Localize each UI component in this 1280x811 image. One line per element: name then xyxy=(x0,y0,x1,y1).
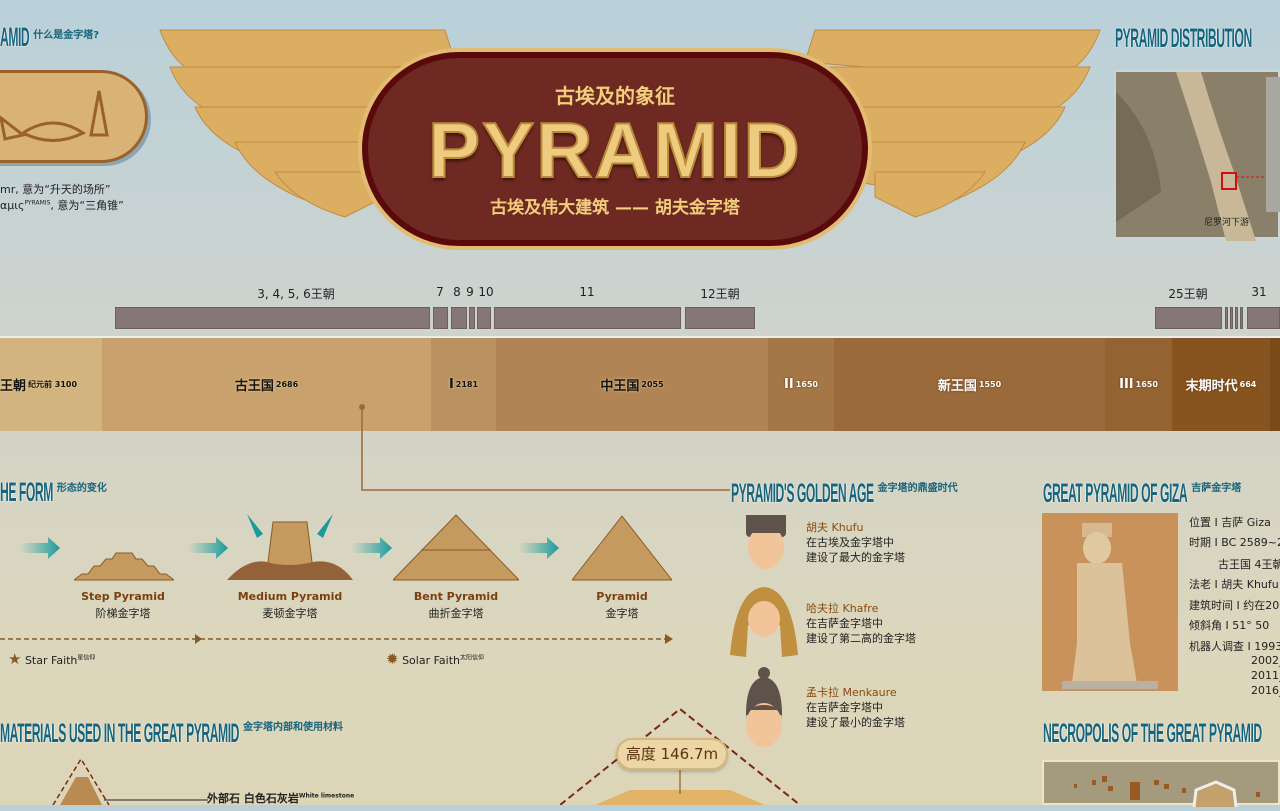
dynasty-bar xyxy=(1240,307,1243,329)
medium-pyramid-icon xyxy=(227,514,353,580)
sun-icon: ✹ xyxy=(386,650,399,668)
banner-top: 古埃及的象征 xyxy=(555,84,675,108)
step-pyramid-icon xyxy=(74,552,174,581)
dynasty-label: 10 xyxy=(478,285,494,299)
intro-title: AMID xyxy=(0,22,30,52)
era-end xyxy=(1270,338,1280,431)
khafre-face-icon xyxy=(730,587,798,657)
giza-info-period: 时期 I BC 2589~2 xyxy=(1189,536,1280,549)
dynasty-label: 11 xyxy=(579,285,595,299)
khufu-face-icon xyxy=(746,515,786,569)
dynasty-bar xyxy=(115,307,430,329)
material-outer-stone: 外部石 白色石灰岩White limestone xyxy=(207,792,355,805)
dynasty-bar xyxy=(433,307,448,329)
hieroglyph-icon xyxy=(0,90,109,142)
dynasty-bar xyxy=(1225,307,1228,329)
materials-pyramid-diagram xyxy=(52,757,208,805)
menkaure-face-icon xyxy=(746,667,782,747)
giza-title: GREAT PYRAMID OF GIZA xyxy=(1043,478,1188,508)
giza-info-pharaoh: 法老 I 胡夫 Khufu xyxy=(1189,578,1279,591)
necropolis-map xyxy=(1042,760,1280,808)
giza-title-cn: 吉萨金字塔 xyxy=(1191,483,1242,494)
timeline-dashed-arrow xyxy=(0,634,673,644)
golden-age-title: PYRAMID'S GOLDEN AGE xyxy=(731,478,874,508)
khufu-statue-photo xyxy=(1042,513,1178,691)
timeline-divider xyxy=(0,336,1280,338)
dynasty-label: 3, 4, 5, 6王朝 xyxy=(257,287,335,301)
arrow-right-icon xyxy=(188,537,228,559)
dynasty-label: 9 xyxy=(466,285,474,299)
dynasty-bar xyxy=(1155,307,1222,329)
arrow-right-icon xyxy=(519,537,559,559)
materials-title-cn: 金字塔内部和使用材料 xyxy=(242,722,343,733)
star-icon: ★ xyxy=(8,650,22,668)
giza-info-robot-2011: 2011_ xyxy=(1251,669,1280,682)
arrow-right-icon xyxy=(20,537,60,559)
dynasty-bar xyxy=(451,307,467,329)
title-banner: 古埃及的象征 PYRAMID 古埃及伟大建筑 —— 胡夫金字塔 xyxy=(362,52,868,246)
dynasty-label: 12王朝 xyxy=(700,287,740,301)
dynasty-label: 7 xyxy=(436,285,444,299)
dynasty-bar xyxy=(469,307,475,329)
height-diagram xyxy=(560,707,801,805)
dynasty-bar xyxy=(1235,307,1238,329)
height-label: 高度 146.7m xyxy=(616,738,728,770)
banner-bottom: 古埃及伟大建筑 —— 胡夫金字塔 xyxy=(490,198,740,218)
giza-info-robot: 机器人调查 I 1993_ xyxy=(1189,640,1280,653)
giza-info-robot-2002: 2002_ xyxy=(1251,654,1280,667)
era-early-dynastic: 王朝纪元前 3100 xyxy=(0,338,102,431)
pyramid-icon xyxy=(572,515,672,581)
star-faith: ★ Star Faith星信仰 xyxy=(8,650,96,668)
dynasty-label: 31 xyxy=(1251,285,1267,299)
giza-info-period-2: 古王国 4王朝 xyxy=(1218,558,1280,571)
necropolis-title: NECROPOLIS OF THE GREAT PYRAMID xyxy=(1043,718,1262,748)
map-label: 尼罗河下游 xyxy=(1204,218,1250,228)
dynasty-bar xyxy=(685,307,755,329)
intro-line-1: mr, 意为“升天的场所” xyxy=(0,183,111,196)
materials-title: MATERIALS USED IN THE GREAT PYRAMID xyxy=(0,718,239,748)
bent-pyramid-icon xyxy=(393,514,519,581)
dynasty-label: 8 xyxy=(453,285,461,299)
banner-title: PYRAMID xyxy=(427,106,802,194)
dynasty-bar xyxy=(477,307,491,329)
arrow-right-icon xyxy=(352,537,392,559)
dynasty-label: 25王朝 xyxy=(1168,287,1208,301)
intro-title-cn: 什么是金字塔? xyxy=(33,30,100,41)
golden-age-title-cn: 金字塔的鼎盛时代 xyxy=(877,483,958,494)
intro-line-2: αμιςPYRAMIS, 意为“三角锥” xyxy=(0,199,124,212)
form-title: HE FORM xyxy=(0,477,53,507)
giza-info-robot-2016: 2016_ xyxy=(1251,684,1280,697)
dynasty-bar xyxy=(494,307,681,329)
form-title-cn: 形态的变化 xyxy=(56,483,107,494)
giza-info-location: 位置 I 吉萨 Giza xyxy=(1189,516,1271,529)
cartouche xyxy=(0,70,148,163)
distribution-title: PYRAMID DISTRIBUTION xyxy=(1115,23,1252,53)
distribution-map: 尼罗河下游 xyxy=(1114,70,1280,241)
solar-faith: ✹ Solar Faith太阳信仰 xyxy=(386,650,485,668)
dynasty-bar xyxy=(1247,307,1280,329)
dynasty-bar xyxy=(1230,307,1233,329)
giza-info-angle: 倾斜角 I 51° 50 xyxy=(1189,619,1270,632)
connector-line xyxy=(359,404,730,491)
giza-info-build-time: 建筑时间 I 约在20 xyxy=(1189,599,1280,612)
winged-emblem xyxy=(159,29,1101,218)
